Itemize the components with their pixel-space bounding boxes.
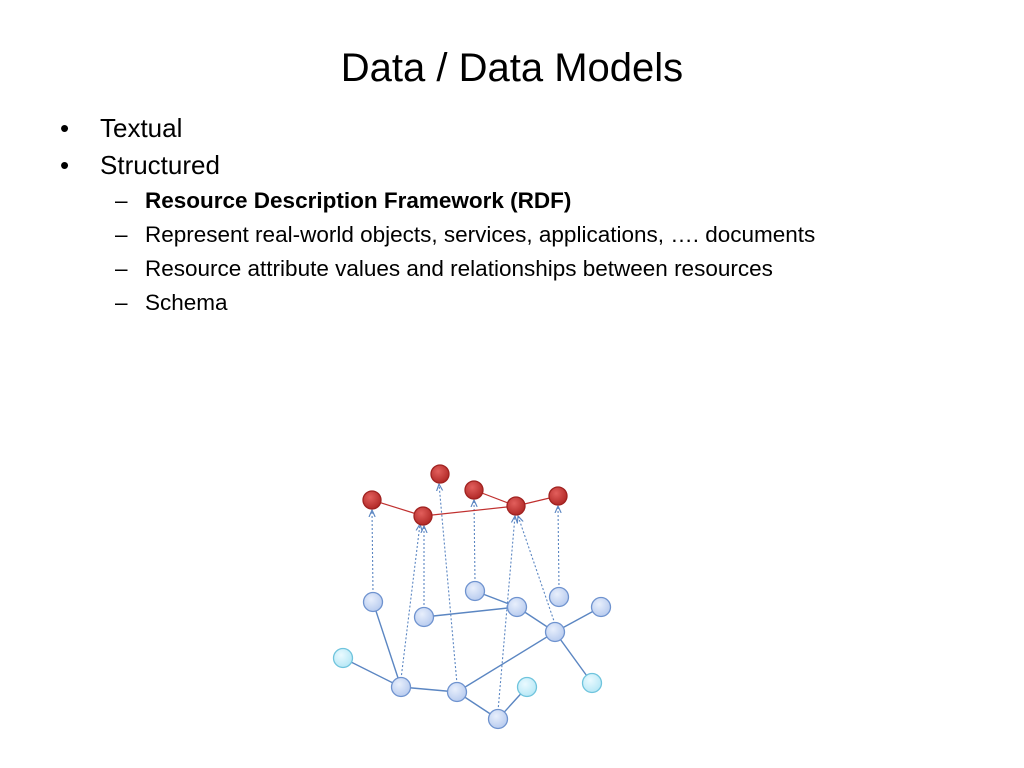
resource-node [506,596,528,618]
literal-node [516,676,538,698]
schema-node [548,486,568,506]
mapping-edges [372,484,559,712]
schema-node [506,496,526,516]
sub-bullet-text: Schema [145,290,228,315]
literal-node [581,672,603,694]
resource-node [548,586,570,608]
resource-node [487,708,509,730]
type-mapping-arrow [558,506,559,590]
resource-edge [456,631,556,693]
sub-bullet-text: Resource Description Framework (RDF) [145,188,572,213]
resource-node [390,676,412,698]
schema-node [464,480,484,500]
resource-edge [342,657,402,688]
literal-node [332,647,354,669]
resource-edge [423,606,518,618]
sub-bullet-marker: – [115,256,128,281]
resource-node [464,580,486,602]
resource-node [362,591,384,613]
schema-node [362,490,382,510]
resource-node [544,621,566,643]
bullet-text: Textual [100,113,183,143]
type-mapping-arrow [439,484,458,685]
bullet-text: Structured [100,150,220,180]
sub-bullet-marker: – [115,290,128,315]
sub-bullet-marker: – [115,222,128,247]
type-mapping-arrow [372,510,373,595]
bullet-marker: • [60,113,70,143]
resource-edges [342,590,602,720]
sub-bullet-marker: – [115,188,128,213]
resource-node [590,596,612,618]
graph-nodes [332,464,612,730]
schema-node [413,506,433,526]
schema-edges [371,489,559,517]
resource-node [413,606,435,628]
resource-edge [372,601,402,688]
schema-edge [422,505,517,517]
resource-edge [554,631,593,684]
bullet-marker: • [60,150,70,180]
slide-title: Data / Data Models [340,46,684,90]
type-mapping-arrow [518,516,556,625]
type-mapping-arrow [497,516,515,712]
type-mapping-arrow [400,524,420,680]
sub-bullet-text: Represent real-world objects, services, … [145,222,816,247]
resource-node [446,681,468,703]
type-mapping-arrow [474,500,475,584]
schema-node [430,464,450,484]
sub-bullet-text: Resource attribute values and relationsh… [145,256,773,281]
